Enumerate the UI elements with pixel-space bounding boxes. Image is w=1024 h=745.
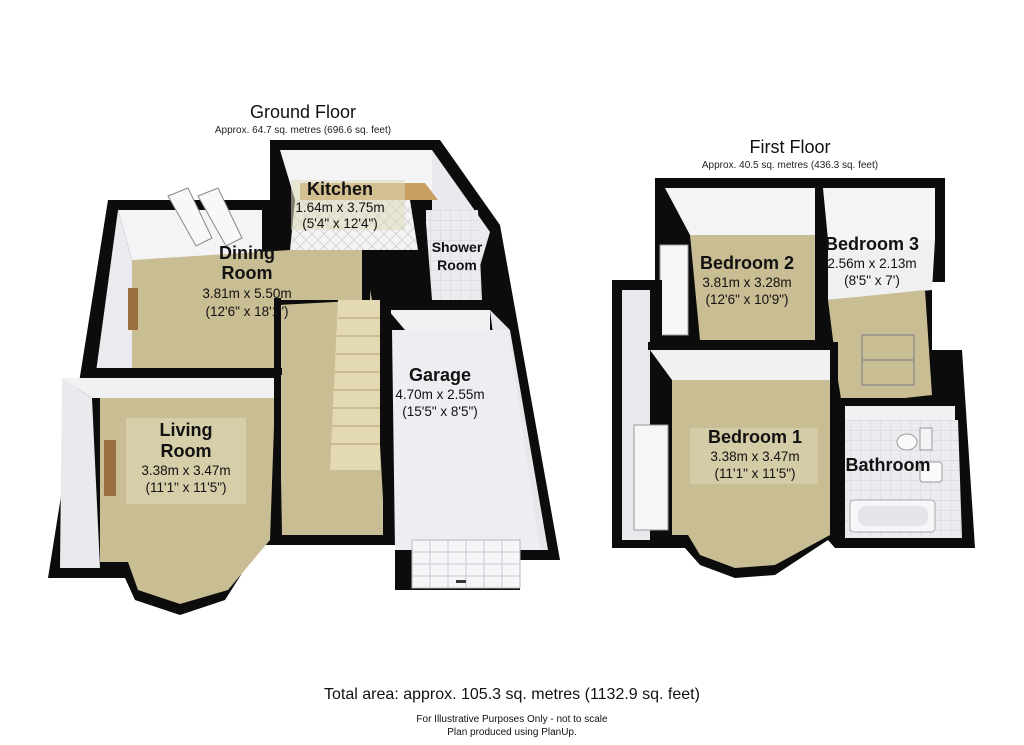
kitchen-dim-imperial: (5'4" x 12'4") <box>302 216 378 231</box>
landing-rail <box>861 334 915 386</box>
bedroom-2-dim-metric: 3.81m x 3.28m <box>702 275 791 290</box>
garage-dim-metric: 4.70m x 2.55m <box>395 387 484 402</box>
first-floor-plan <box>612 178 975 578</box>
bedroom-3-floor <box>828 240 935 300</box>
first-wall-face <box>845 405 955 420</box>
living-room-dim-imperial: (11'1" x 11'5") <box>145 480 226 495</box>
first-floor-title: First Floor <box>750 137 831 157</box>
bedroom-1-dim-metric: 3.38m x 3.47m <box>710 449 799 464</box>
dining-room-floor <box>132 250 372 368</box>
dining-room-label-line2: Room <box>222 263 273 283</box>
shower-room-label-line1: Shower <box>432 239 483 255</box>
ground-wall-face <box>60 378 100 568</box>
label-box <box>291 180 405 230</box>
garage-floor <box>392 330 540 550</box>
internal-walls <box>92 205 426 545</box>
dining-room-dim-metric: 3.81m x 5.50m <box>202 286 291 301</box>
toilet <box>896 427 933 451</box>
dining-fireplace <box>128 288 138 330</box>
stairs <box>330 300 380 470</box>
bath <box>849 499 936 533</box>
bedroom-1-dim-imperial: (11'1" x 11'5") <box>714 466 795 481</box>
wardrobes <box>633 244 689 531</box>
bathroom-label: Bathroom <box>846 455 931 475</box>
kitchen-dim-metric: 1.64m x 3.75m <box>295 200 384 215</box>
bedroom-3-label: Bedroom 3 <box>825 234 919 254</box>
produced-by: Plan produced using PlanUp. <box>447 727 577 738</box>
first-wall-face <box>823 188 935 240</box>
bedroom-2-label: Bedroom 2 <box>700 253 794 273</box>
ground-floor-title: Ground Floor <box>250 102 356 122</box>
basin <box>919 461 943 483</box>
total-area: Total area: approx. 105.3 sq. metres (11… <box>324 686 700 703</box>
garage-label: Garage <box>409 365 471 385</box>
bedroom-3-dim-metric: 2.56m x 2.13m <box>827 256 916 271</box>
dining-room-label-line1: Dining <box>219 243 275 263</box>
bedroom-2-floor <box>690 235 815 340</box>
label-box <box>126 418 246 504</box>
living-room-label-line1: Living <box>160 420 213 440</box>
dining-room-dim-imperial: (12'6" x 18'1") <box>205 304 288 319</box>
ground-wall-face <box>388 310 490 330</box>
shower-room-floor <box>425 210 482 300</box>
floor-plan: Ground Floor Approx. 64.7 sq. metres (69… <box>48 102 975 615</box>
bedroom-1-label: Bedroom 1 <box>708 427 802 447</box>
kitchen-label: Kitchen <box>307 179 373 199</box>
ground-floor-area: Approx. 64.7 sq. metres (696.6 sq. feet) <box>215 125 391 136</box>
first-wall-face <box>650 350 830 380</box>
first-internal-walls <box>648 185 962 542</box>
landing-floor <box>828 290 932 405</box>
bedroom-3-dim-imperial: (8'5" x 7') <box>844 273 900 288</box>
garage-door <box>411 539 521 589</box>
ground-wall-face <box>96 210 132 372</box>
patio-doors <box>167 187 243 247</box>
ground-wall-face <box>62 378 275 398</box>
first-floor-area: Approx. 40.5 sq. metres (436.3 sq. feet) <box>702 160 878 171</box>
first-wall-face <box>665 188 815 235</box>
bedroom-2-dim-imperial: (12'6" x 10'9") <box>705 292 788 307</box>
label-box <box>690 428 818 484</box>
garage-dim-imperial: (15'5" x 8'5") <box>402 404 478 419</box>
living-room-label-line2: Room <box>161 441 212 461</box>
disclaimer: For Illustrative Purposes Only - not to … <box>416 714 608 725</box>
living-room-dim-metric: 3.38m x 3.47m <box>141 463 230 478</box>
shower-room-label-line2: Room <box>437 257 477 273</box>
living-fireplace <box>104 440 116 496</box>
